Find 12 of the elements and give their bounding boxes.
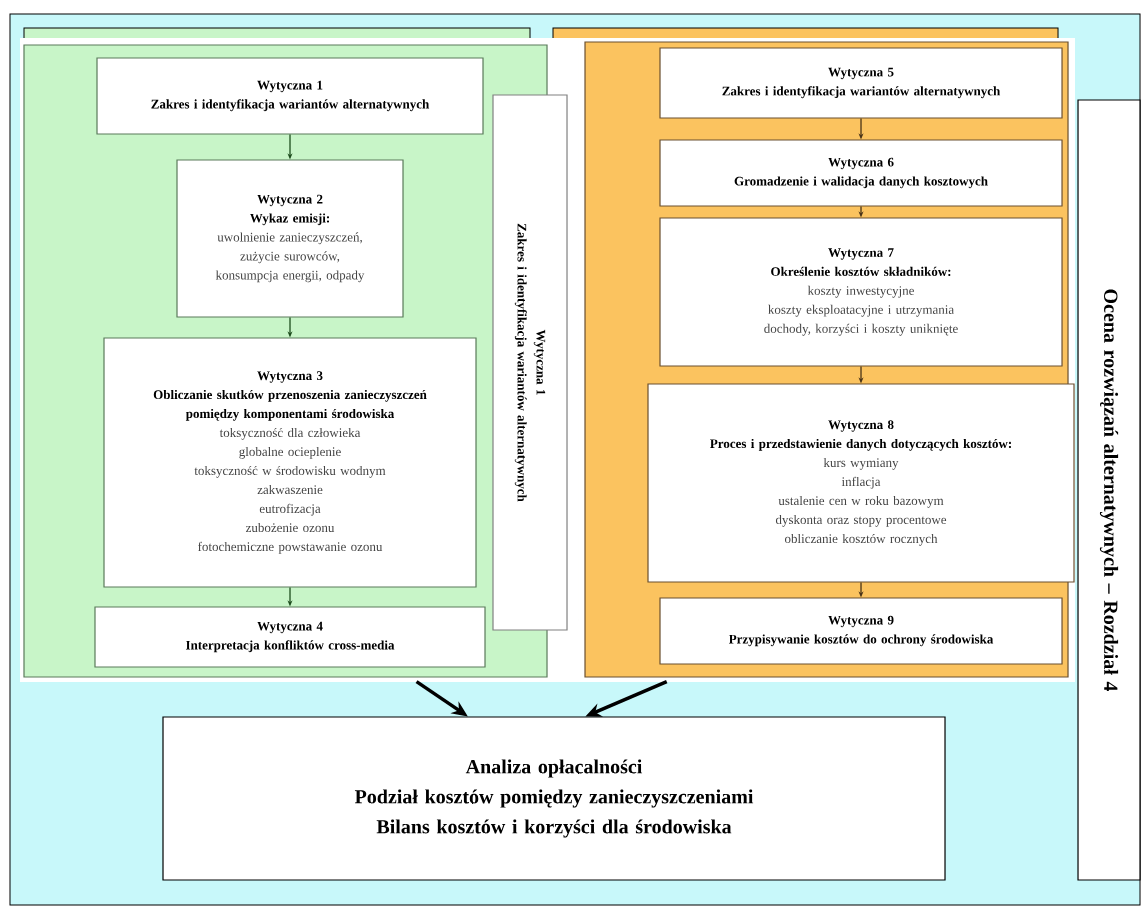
vertical-label-box: Ocena rozwiązań alternatywnych – Rozdział 4 <box>1077 99 1141 881</box>
guideline-box: Wytyczna 2 Wykaz emisji: uwolnienie zanieczyszczeń, zużycie surowców, konsumpcja energii, odpady <box>176 159 404 318</box>
guideline-box: Wytyczna 5 Zakres i identyfikacja wariantów alternatywnych <box>659 47 1063 119</box>
guideline-box: Wytyczna 3 Obliczanie skutków przenoszenia zanieczyszczeń pomiędzy komponentami środowiska toksyczność dla człowieka globalne ocieplenie toksyczność w środowisku wodnym zakwaszenie eutrofizacja zubożenie ozonu fotochemiczne powstawanie ozonu <box>103 337 477 588</box>
guideline-box: Wytyczna 7 Określenie kosztów składników: koszty inwestycyjne koszty eksploatacyjne i utrzymania dochody, korzyści i koszty uniknięte <box>659 217 1063 367</box>
guideline-box: Wytyczna 9 Przypisywanie kosztów do ochrony środowiska <box>659 597 1063 665</box>
vertical-label-box: Wytyczna 1 Zakres i identyfikacja wariantów alternatywnych <box>492 94 568 631</box>
result-box: Analiza opłacalności Podział kosztów pomiędzy zanieczyszczeniami Bilans kosztów i korzyści dla środowiska <box>162 716 946 881</box>
guideline-box: Wytyczna 1 Zakres i identyfikacja wariantów alternatywnych <box>96 57 484 135</box>
guideline-box: Wytyczna 6 Gromadzenie i walidacja danych kosztowych <box>659 139 1063 207</box>
guideline-box: Wytyczna 4 Interpretacja konfliktów cross-media <box>94 606 486 668</box>
guideline-box: Wytyczna 8 Proces i przedstawienie danych dotyczących kosztów: kurs wymiany inflacja ustalenie cen w roku bazowym dyskonta oraz stopy procentowe obliczanie kosztów rocznych <box>647 383 1075 583</box>
